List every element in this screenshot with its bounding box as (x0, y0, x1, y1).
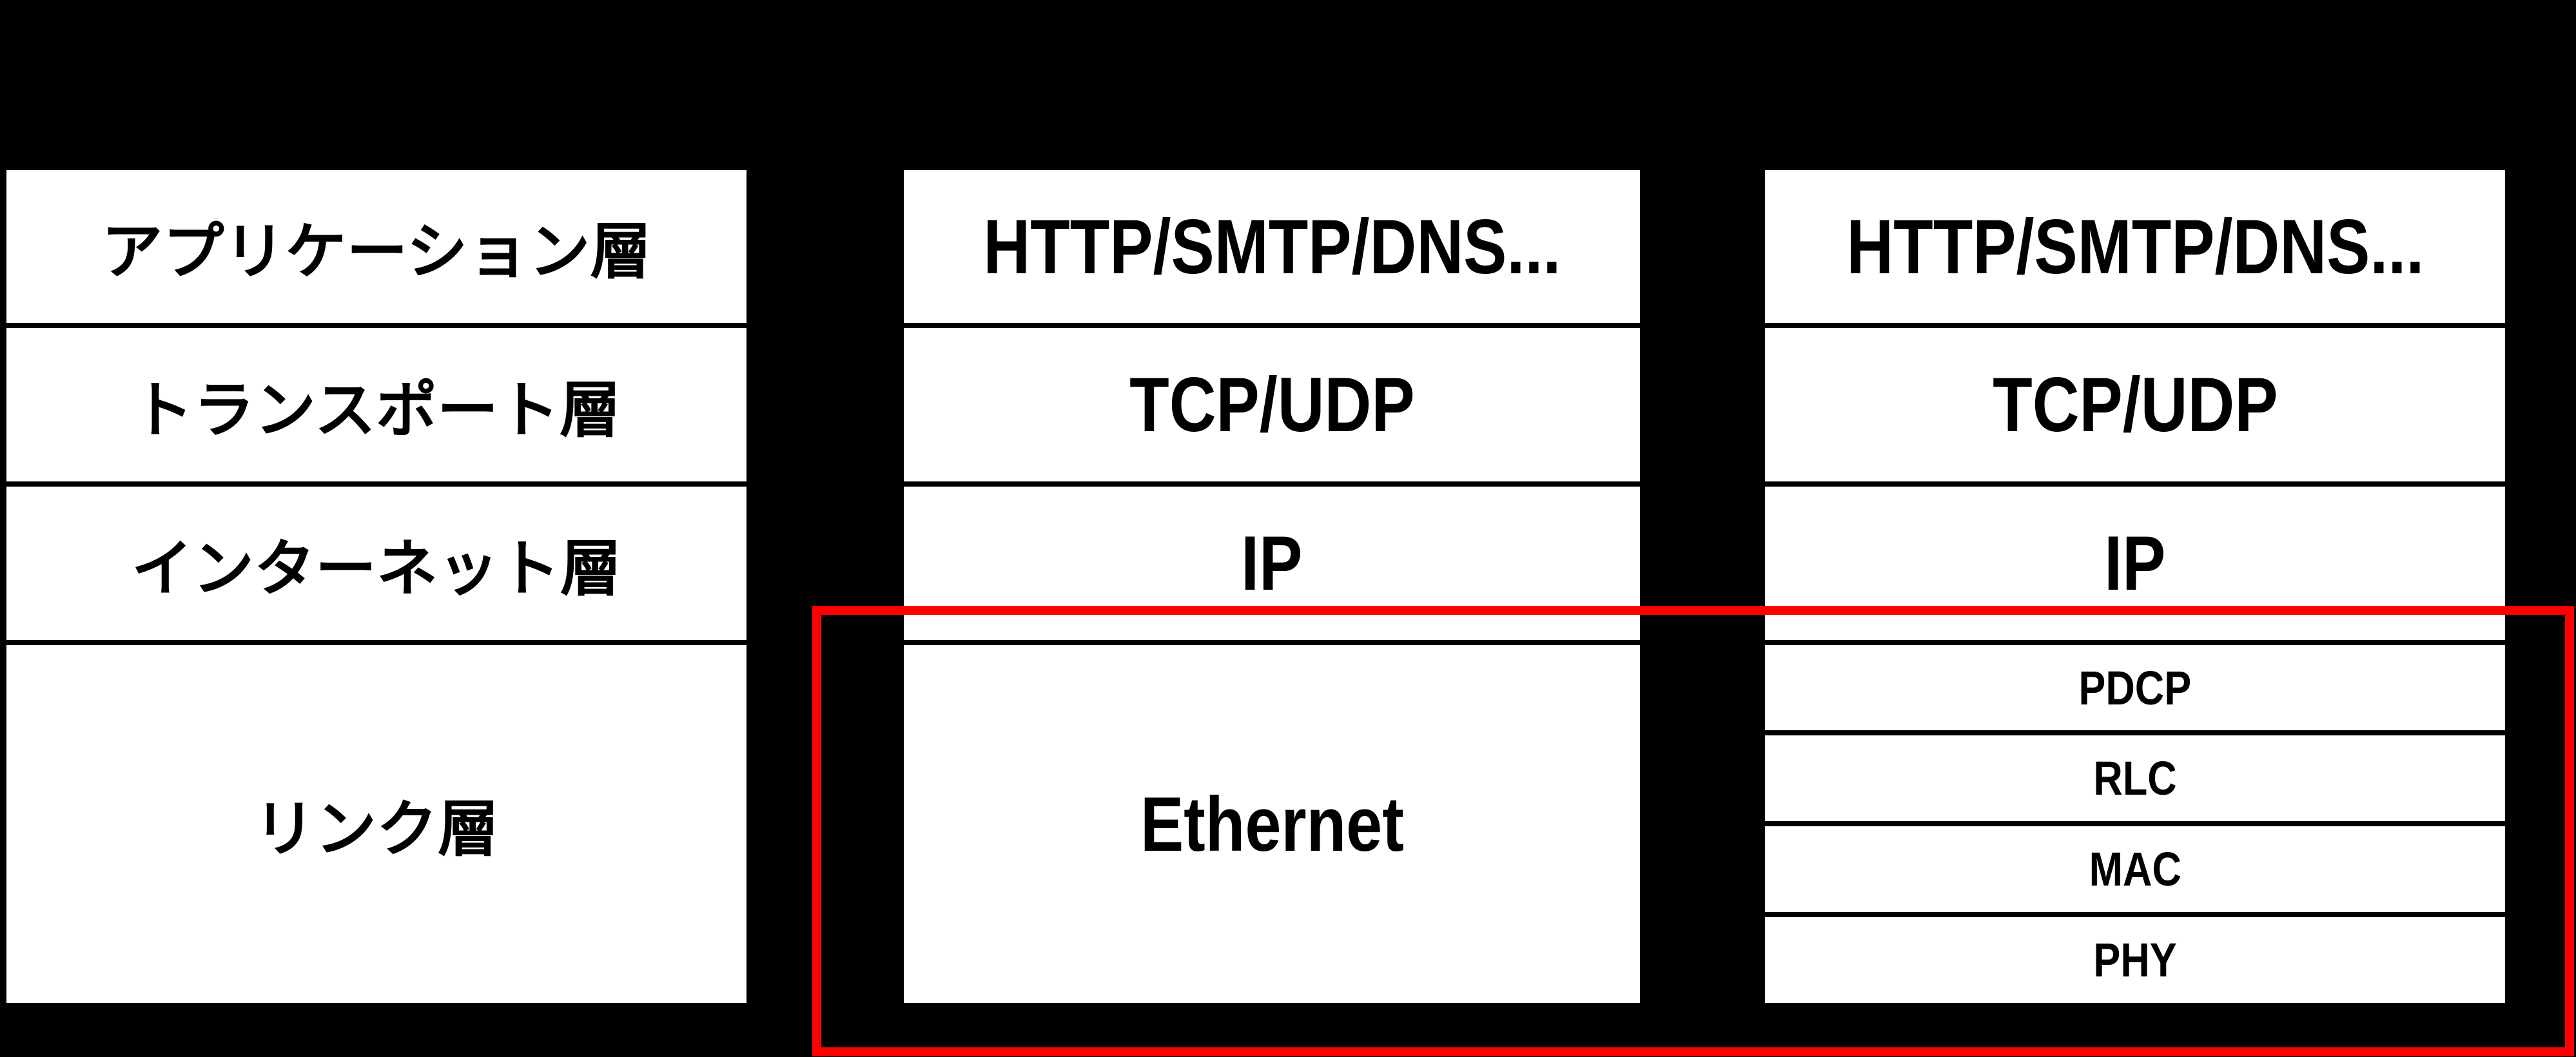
row-divider (1765, 323, 2505, 328)
protocol-row-transport: TCP/UDP (904, 328, 1640, 481)
sublayer-label-phy: PHY (2093, 933, 2177, 987)
row-divider (904, 640, 1640, 645)
row-divider (1765, 640, 2505, 645)
sublayer-label-mac: MAC (2089, 842, 2181, 896)
layer-label-transport: トランスポート層 (132, 376, 621, 445)
row-divider (6, 323, 746, 328)
row-divider (904, 323, 1640, 328)
protocol-row-application: HTTP/SMTP/DNS... (1765, 170, 2505, 323)
column-tcpip-model: アプリケーション層 トランスポート層 インターネット層 リンク層 (1, 165, 752, 1008)
row-divider (1765, 730, 2505, 735)
protocol-row-link: Ethernet (904, 645, 1640, 1003)
layer-row-internet: インターネット層 (6, 487, 746, 640)
row-divider (6, 481, 746, 487)
sublayer-label-rlc: RLC (2093, 752, 2177, 805)
protocol-label-http-smtp-dns: HTTP/SMTP/DNS... (1846, 203, 2425, 290)
layer-label-application: アプリケーション層 (101, 218, 652, 286)
protocol-label-ip: IP (2104, 520, 2166, 606)
protocol-label-ethernet: Ethernet (1140, 781, 1404, 868)
column-wired-stack: HTTP/SMTP/DNS... TCP/UDP IP Ethernet (899, 165, 1645, 1008)
row-divider (1765, 912, 2505, 917)
protocol-row-internet: IP (1765, 487, 2505, 640)
row-divider (904, 481, 1640, 487)
layer-row-application: アプリケーション層 (6, 170, 746, 323)
protocol-row-internet: IP (904, 487, 1640, 640)
layer-label-internet: インターネット層 (131, 534, 621, 603)
layer-label-link: リンク層 (253, 795, 499, 864)
link-layer-highlight-rectangle (812, 606, 2574, 1056)
sublayer-label-pdcp: PDCP (2078, 661, 2192, 715)
protocol-row-transport: TCP/UDP (1765, 328, 2505, 481)
sublayer-row-rlc: RLC (1765, 735, 2505, 821)
protocol-row-application: HTTP/SMTP/DNS... (904, 170, 1640, 323)
layer-row-link: リンク層 (6, 645, 746, 1003)
protocol-label-tcp-udp: TCP/UDP (1129, 362, 1415, 448)
layer-row-transport: トランスポート層 (6, 328, 746, 481)
column-mobile-stack: HTTP/SMTP/DNS... TCP/UDP IP PDCP RLC MAC… (1760, 165, 2510, 1008)
sublayer-row-phy: PHY (1765, 917, 2505, 1003)
protocol-label-ip: IP (1241, 520, 1303, 606)
row-divider (6, 640, 746, 645)
protocol-label-tcp-udp: TCP/UDP (1992, 362, 2278, 448)
sublayer-row-mac: MAC (1765, 826, 2505, 912)
sublayer-row-pdcp: PDCP (1765, 645, 2505, 730)
row-divider (1765, 481, 2505, 487)
protocol-label-http-smtp-dns: HTTP/SMTP/DNS... (982, 203, 1561, 290)
row-divider (1765, 821, 2505, 826)
